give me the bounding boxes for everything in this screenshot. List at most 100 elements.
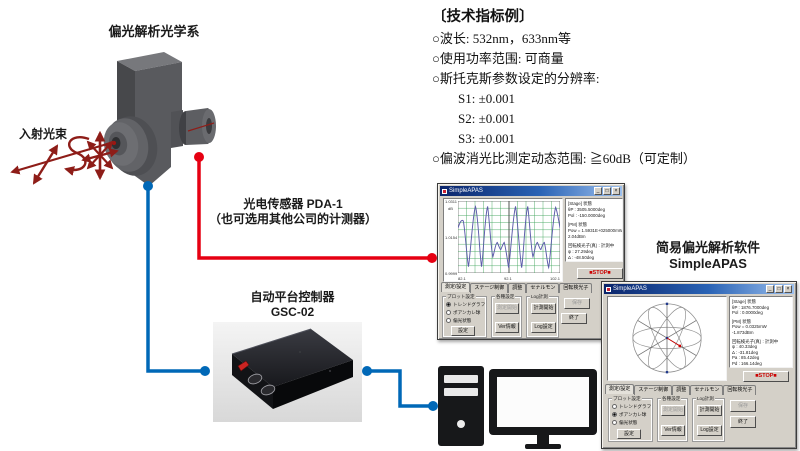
settings-button[interactable]: 設定 [451,326,475,336]
spec-power: ○使用功率范围: 可商量 [432,51,564,66]
measure-start-button[interactable]: 測定開始 [661,405,685,416]
incident-beam-arrows [10,130,119,185]
y-axis-max-label: 1.0311 [445,199,457,204]
log-measure-group-label: Log計測 [530,294,549,299]
y-axis-mid-label: 1.0154 [445,235,458,240]
tab-rotating-analyzer[interactable]: 回転検光子 [723,385,757,395]
radio-dot [446,302,451,307]
controller-label-line1: 自动平台控制器 [250,290,335,304]
controller-label-line2: GSC-02 [270,304,315,319]
version-info-button[interactable]: Ver情報 [495,322,519,333]
optical-system-label: 偏光解析光学系 [108,24,200,39]
misc-settings-group-label: 各種設定 [495,294,516,299]
info-line: Pd : 166.14deg [732,360,762,366]
plot-settings-group: プロット設定 トレンドグラフ ポアンカレ球 偏光状態 設定 [442,294,487,338]
maximize-icon[interactable]: □ [603,187,611,195]
connector-line-blue-computer [362,366,438,411]
version-info-button[interactable]: Ver情報 [661,425,685,436]
radio-label: ポアンカレ球 [453,310,481,315]
tab-stage-control[interactable]: ステージ制御 [634,385,673,395]
info-line: -1.873dBm [732,329,754,335]
software-label: 简易偏光解析软件 SimpleAPAS [643,240,773,272]
tab-adjust[interactable]: 調整 [508,283,527,293]
radio-poincare-sphere[interactable]: ポアンカレ球 [612,412,646,417]
log-settings-button[interactable]: Log設定 [697,425,722,436]
log-start-button[interactable]: 計測開始 [697,405,722,416]
trend-graph-panel: 1.0311 dB 1.0154 0.9999 82.1 92.1 102.1 [443,198,563,282]
x-axis-ticks: 82.1 92.1 102.1 [458,276,560,282]
info-line: θP : 1876.7000deg [732,304,770,310]
radio-dot [612,404,617,409]
exit-button[interactable]: 終了 [561,313,587,324]
log-settings-button[interactable]: Log設定 [531,322,556,333]
info-line: ψ : 27.29deg [568,249,594,254]
misc-settings-group-label: 各種設定 [661,396,682,401]
tab-bar: 測定/設定 ステージ制御 調整 セナルモン 回転検光子 [605,384,757,395]
info-line: [Stage] 状態 [568,201,592,206]
info-line: θP : 3505.5000deg [568,207,606,212]
computer-icon [438,366,597,449]
stop-button[interactable]: ■STOP■ [577,268,623,279]
radio-poincare-sphere[interactable]: ポアンカレ球 [446,310,480,315]
software-label-line1: 简易偏光解析软件 [655,240,760,255]
radio-label: 偏光状態 [619,420,638,425]
app-icon [442,188,447,194]
log-measure-group: Log計測 計測開始 Log設定 [692,396,725,442]
spec-s3: S3: ±0.001 [458,131,515,146]
info-line: [PM] 状態 [568,222,588,227]
measure-start-button[interactable]: 測定開始 [495,303,519,314]
maximize-icon[interactable]: □ [775,285,783,293]
exit-button[interactable]: 終了 [730,416,756,428]
tab-senarmont[interactable]: セナルモン [526,283,560,293]
radio-dot [612,412,617,417]
radio-dot [446,318,451,323]
info-line: 回転検光子(真) : 計測中 [732,338,779,344]
radio-trend-graph[interactable]: トレンドグラフ [612,404,651,409]
incident-beam-label: 入射光束 [18,127,67,141]
info-line: Pol : 0.0000deg [732,310,763,316]
stop-button[interactable]: ■STOP■ [743,371,789,382]
tab-adjust[interactable]: 調整 [672,385,691,395]
spec-extinction: ○偏波消光比测定动态范围: ≧60dB（可定制） [432,151,696,166]
tab-measure-settings[interactable]: 測定/設定 [605,384,635,394]
tab-rotating-analyzer[interactable]: 回転検光子 [559,283,593,293]
app-icon [606,286,611,292]
plot-settings-group-label: プロット設定 [446,294,476,299]
log-start-button[interactable]: 計測開始 [531,303,556,314]
window-title: SimpleAPAS [613,286,647,292]
tab-bar: 測定/設定 ステージ制御 調整 セナルモン 回転検光子 [441,282,593,293]
optical-head-illustration [103,52,216,186]
tab-measure-settings[interactable]: 測定/設定 [441,282,471,292]
window-titlebar[interactable]: SimpleAPAS _ □ × [440,186,622,196]
minimize-icon[interactable]: _ [766,285,774,293]
info-line: Pow = 1.5931E+025000mW [568,228,623,233]
minimize-icon[interactable]: _ [594,187,602,195]
settings-button[interactable]: 設定 [617,429,641,439]
info-line: ψ : 40.33deg [732,344,758,350]
close-icon[interactable]: × [612,187,620,195]
save-button[interactable]: 保存 [564,298,590,309]
info-line: 回転検光子(真) : 計測中 [568,243,615,248]
tab-senarmont[interactable]: セナルモン [690,385,724,395]
close-icon[interactable]: × [784,285,792,293]
poincare-sphere-plot [632,302,702,374]
tab-stage-control[interactable]: ステージ制御 [470,283,509,293]
connector-line-red [194,152,437,263]
info-line: Δ : -31.81deg [732,349,759,355]
radio-polarization-state[interactable]: 偏光状態 [446,318,471,323]
controller-label: 自动平台控制器 GSC-02 [230,290,355,319]
radio-polarization-state[interactable]: 偏光状態 [612,420,637,425]
spec-s1: S1: ±0.001 [458,91,515,106]
y-axis-min-label: 0.9999 [445,271,458,276]
save-button[interactable]: 保存 [730,400,756,412]
info-line: 2.04dBm [568,234,586,239]
connector-line-blue-optical [143,181,210,376]
measurement-info-panel: [Stage] 状態 θP : 3505.5000deg Pol : -150.… [565,198,623,262]
misc-settings-group: 各種設定 測定開始 Ver情報 [657,396,688,442]
specs-title: 〔技术指标例〕 [432,9,534,25]
radio-label: トレンドグラフ [619,404,652,409]
radio-trend-graph[interactable]: トレンドグラフ [446,302,485,307]
info-line: Pa : 85.42deg [732,355,760,361]
info-line: Δ : -48.50deg [568,255,595,260]
window-titlebar[interactable]: SimpleAPAS _ □ × [604,284,794,294]
